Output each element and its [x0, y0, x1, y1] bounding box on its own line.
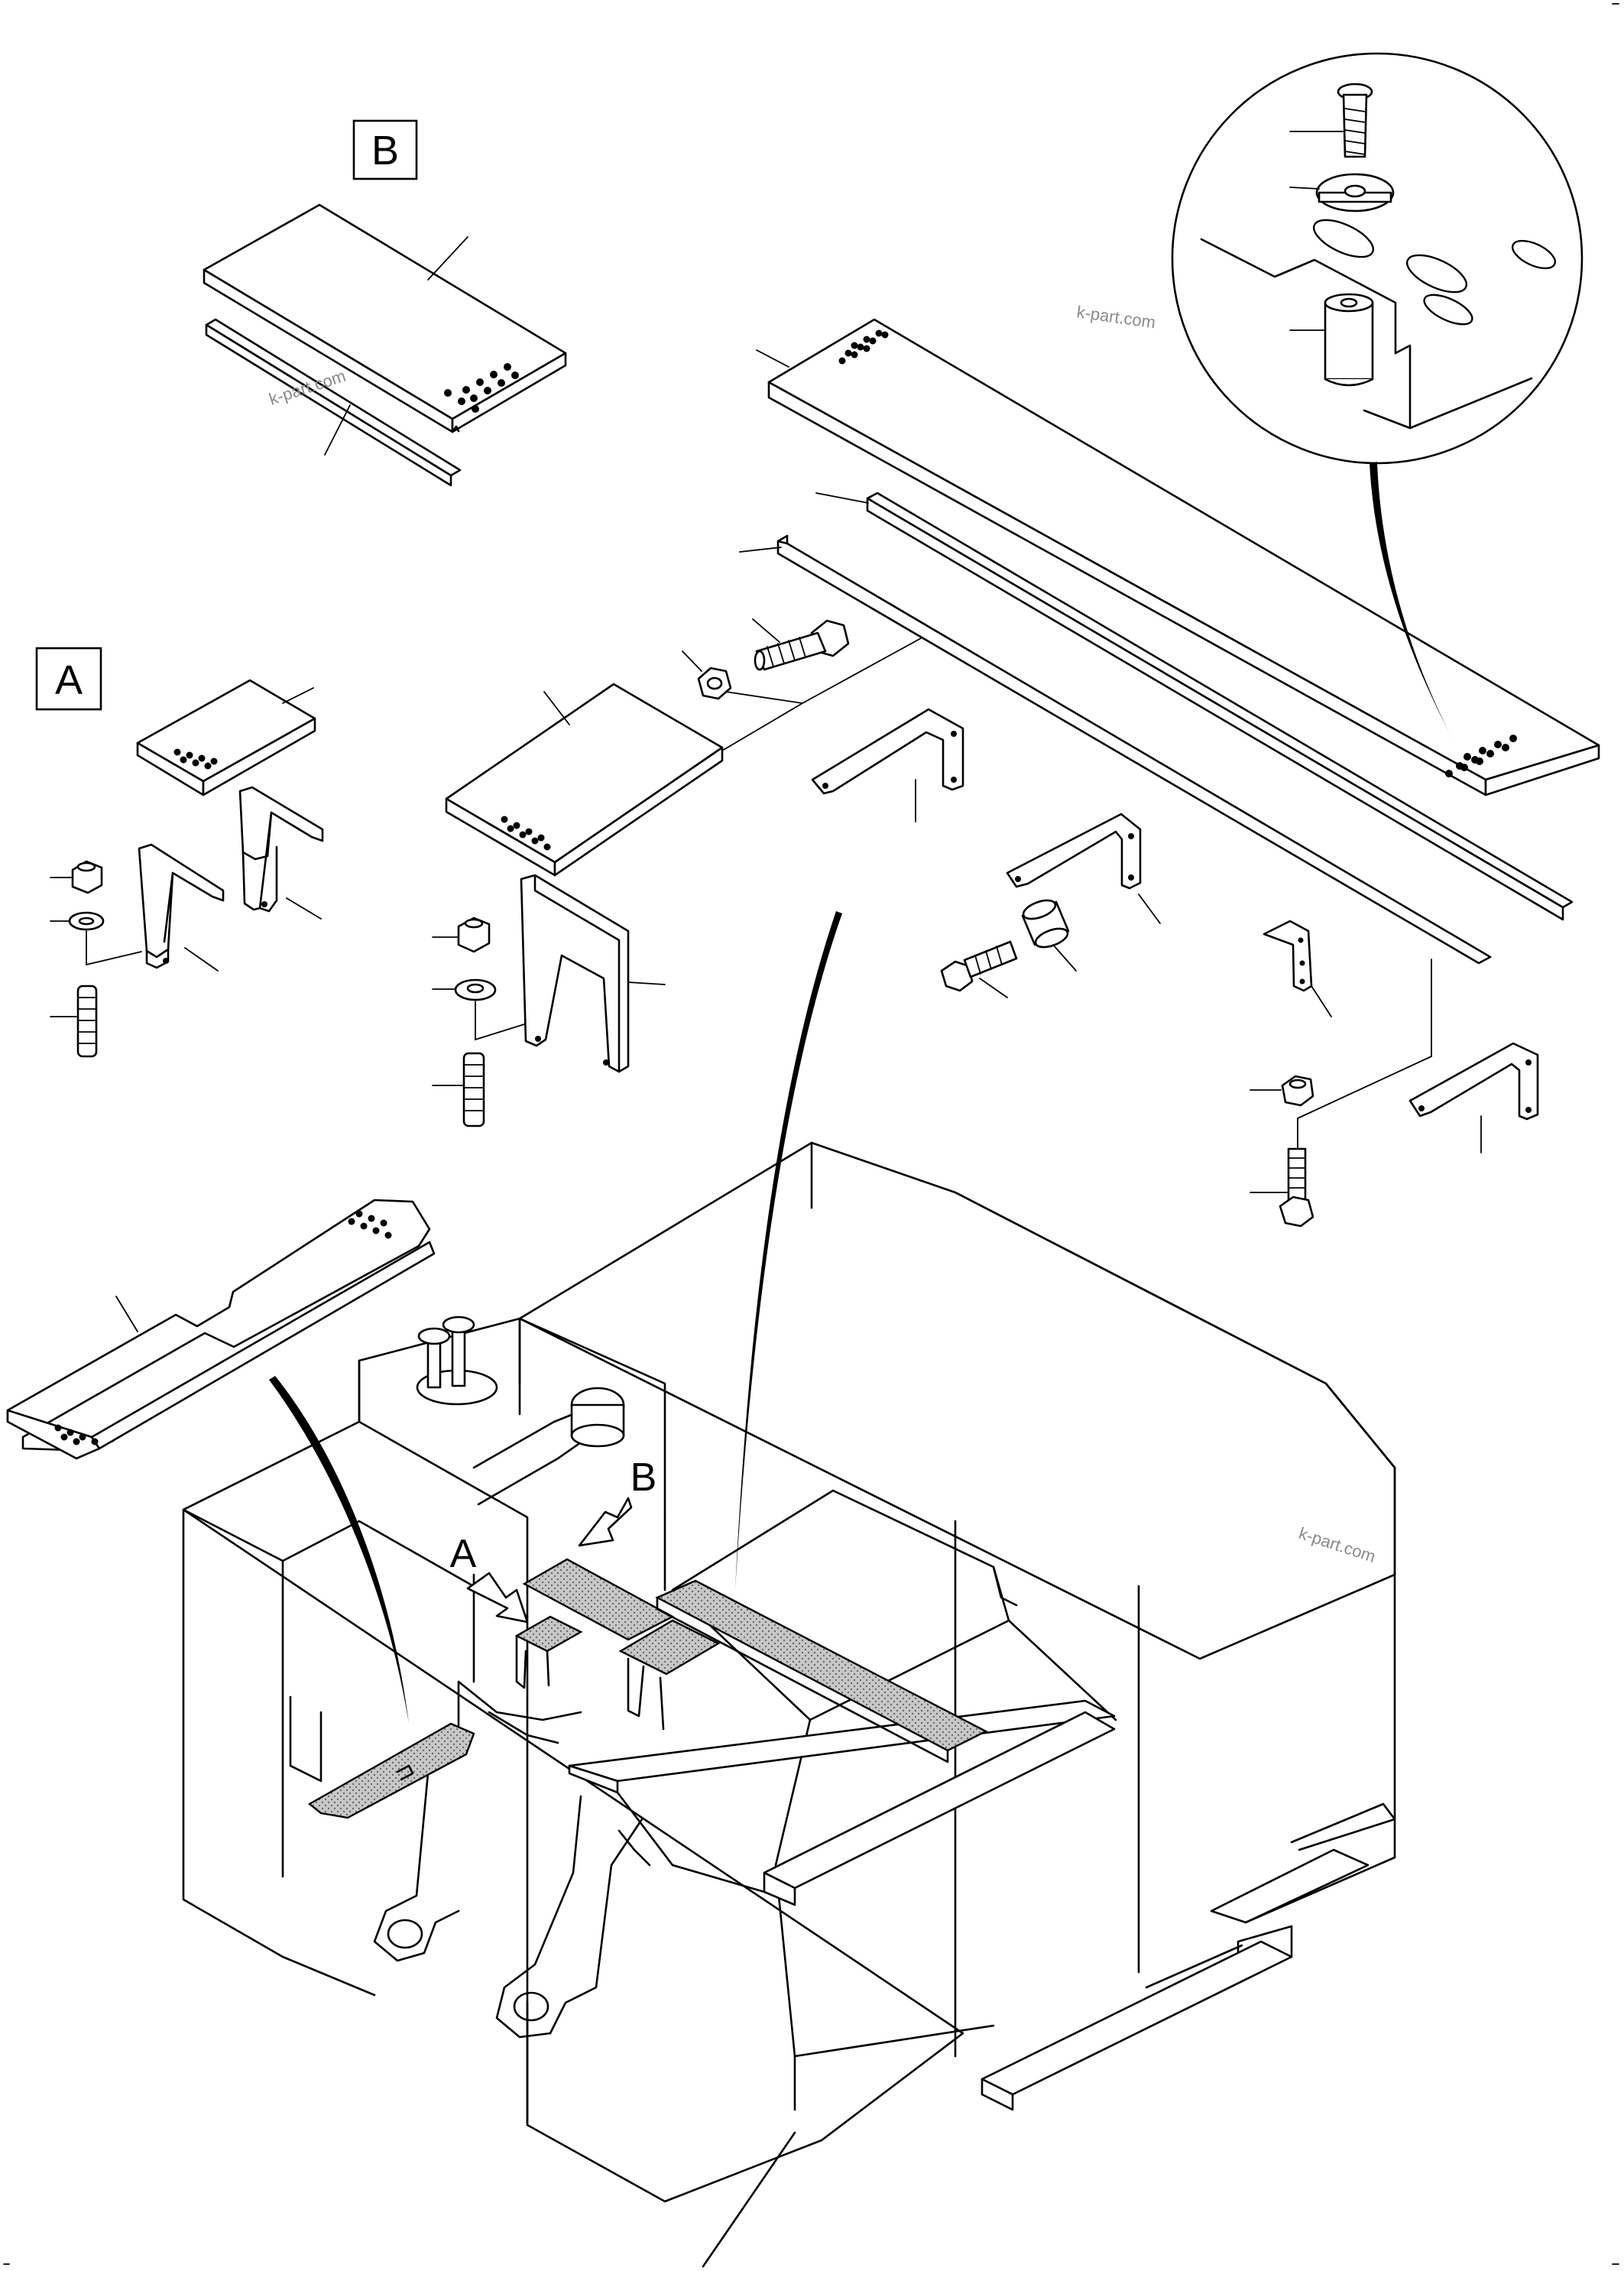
pipe-cap [570, 1387, 625, 1448]
nut-center [697, 667, 732, 700]
vent-holes-b [444, 363, 519, 413]
lift-arm-left [373, 1680, 582, 1962]
view-b-label: B [371, 128, 399, 174]
bracket-a2 [138, 843, 225, 969]
long-cover-assembly [739, 318, 1600, 965]
nut-right [1281, 1075, 1314, 1107]
detail-spacer [1324, 293, 1374, 387]
view-b-label-box [352, 119, 418, 180]
leader-curve-center [735, 911, 842, 1590]
installed-covers [307, 1558, 988, 1819]
vent-holes-middle [501, 816, 551, 851]
bracket-right-small [1263, 920, 1313, 992]
view-a-label-box [35, 647, 102, 711]
detail-bolt [1337, 83, 1373, 158]
nut-a [71, 860, 103, 894]
vent-holes-long-top [838, 329, 889, 365]
bolt-center [754, 619, 850, 671]
installed-cover-left [307, 1722, 475, 1819]
view-a-label: A [55, 657, 83, 703]
stud-middle [462, 1052, 485, 1127]
vent-holes-left [54, 1210, 392, 1445]
detail-circle [1171, 52, 1583, 465]
pointer-label-b: B [630, 1455, 657, 1500]
installed-cover-a [514, 1615, 583, 1653]
view-a-group: A [35, 647, 324, 1058]
cover-plate-a [136, 679, 316, 796]
leader-curve-detail [1370, 462, 1456, 745]
watermark-2: k-part.com [1075, 302, 1156, 332]
installed-cover-long [655, 1579, 988, 1752]
bolt-right-vertical [1279, 1147, 1314, 1228]
washer-a [68, 911, 105, 931]
spacer-right [1021, 899, 1070, 949]
middle-cover-group [432, 683, 724, 1127]
filler-cap [416, 1316, 498, 1406]
bracket-middle [520, 874, 630, 1073]
cover-plate-left [6, 1199, 436, 1460]
pointer-arrow-b [578, 1497, 633, 1547]
bracket-right-3 [1408, 1042, 1539, 1121]
stud-a [76, 985, 98, 1058]
leader-curve-left [269, 1376, 409, 1724]
washer-middle [454, 978, 497, 1001]
installed-cover-middle [618, 1619, 721, 1676]
detail-washer [1315, 173, 1395, 213]
nut-middle [457, 917, 491, 953]
bracket-right-2 [1006, 813, 1142, 890]
detail-slots [1312, 219, 1557, 326]
lift-arm-right [495, 1795, 651, 2039]
vent-holes-long-end [1445, 735, 1517, 777]
bolt-right [940, 940, 1018, 992]
view-b-group: B k-part.com [203, 119, 567, 487]
watermark-3: k-part.com [1296, 1523, 1378, 1566]
pointer-arrow-a [466, 1572, 529, 1624]
bracket-a1 [238, 786, 324, 913]
cover-plate-b [203, 203, 567, 433]
bracket-right-1 [811, 708, 964, 795]
pointer-label-a: A [450, 1532, 477, 1576]
seal-strip-b [205, 318, 462, 487]
machine-body [182, 1141, 1396, 2268]
